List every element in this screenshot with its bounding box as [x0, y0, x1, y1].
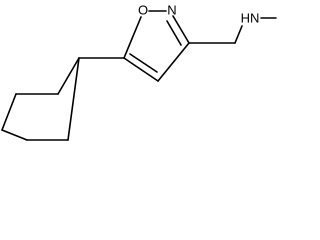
oxygen-atom-label: O — [138, 3, 148, 18]
structure-diagram: O N HN — [1, 3, 277, 141]
molecule-drawing: O N HN — [1, 3, 277, 141]
phenyl-bond-6 — [67, 57, 80, 141]
bond-n-c3-double — [166, 20, 182, 46]
phenyl-bond-1 — [57, 57, 80, 95]
bond-c4-c5-double — [129, 53, 158, 73]
nitrogen-atom-label: N — [167, 3, 176, 18]
amine-atom-label: HN — [241, 11, 260, 26]
phenyl-bond-3 — [1, 93, 17, 131]
phenyl-bond-4 — [1, 129, 28, 141]
bond-c4-c5 — [123, 57, 159, 82]
bond-c3-c4 — [157, 42, 190, 82]
bond-n-c3 — [172, 15, 190, 44]
bond-ch2-nh — [234, 25, 243, 44]
bond-c5-o — [123, 16, 142, 59]
